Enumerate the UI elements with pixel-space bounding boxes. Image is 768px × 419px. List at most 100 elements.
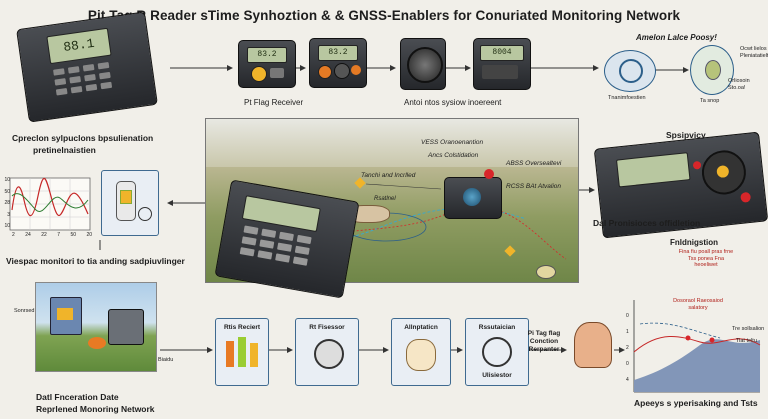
y-tick: 2 <box>626 345 629 351</box>
reader-keypad <box>53 61 115 104</box>
flow-step-4-label: Rssutaician <box>478 324 516 331</box>
y-tick: 4 <box>626 377 629 383</box>
receiver-label: Pt Flag Receiver <box>244 98 304 107</box>
sky-area <box>206 119 578 167</box>
y-tick: 3 <box>7 211 10 218</box>
right-sub-line: heoeliwet <box>694 262 718 268</box>
chart-side-label-1: Tre sollsalion <box>732 326 765 332</box>
chart-annotation: Dosoraol Raeosaiod salatory <box>673 298 723 311</box>
y-tick: 50 <box>4 188 10 195</box>
tag-fish-illustration <box>690 45 734 95</box>
y-tick: 10 <box>4 177 10 183</box>
station-sign-label: Sonrsed <box>14 308 35 314</box>
tag-reader-coil-icon <box>482 337 512 367</box>
x-tick: 50 <box>70 232 76 238</box>
mini-chart-y-ticks: 10 50 28 3 10 <box>2 175 10 233</box>
right-subtitle: Fnldnigstion <box>670 238 718 247</box>
bar-icon <box>238 337 246 367</box>
reader-screen: 88.1 <box>46 27 112 65</box>
coil-icon <box>619 59 643 83</box>
antenna-label: Antoi ntos sysiow inoereent <box>404 98 502 107</box>
dial-icon <box>334 63 350 79</box>
right-device-caption: DaI Pronisioces offidletion <box>593 218 701 228</box>
station-tag-label: Biaidu <box>158 357 174 363</box>
x-tick: 7 <box>57 232 60 238</box>
rcss-label: RCSS BAt Atvalion <box>506 183 562 190</box>
panel-icon <box>57 308 73 320</box>
fish-icon <box>705 60 721 80</box>
tag-annotation-2: Orliosoin Sto.oa! <box>728 78 750 91</box>
scanner-display-icon <box>120 190 132 204</box>
right-sub-line: Fina fiu poall pras frne <box>678 249 734 255</box>
x-tick: 24 <box>25 232 31 238</box>
reading-label: Rsatlnel <box>374 196 396 202</box>
sync-reader-screen <box>615 152 691 188</box>
handheld-scanner-box <box>101 170 159 236</box>
tag-bottom-left-label: Tnanimfoestien <box>608 95 646 101</box>
flow-step-3: Allnptaticn <box>391 318 451 386</box>
gateway-sensor-icon <box>463 188 481 206</box>
sensor-node-icon <box>536 265 556 279</box>
ancs-label: Ancs Colstidation <box>428 152 479 159</box>
alert-marker-icon <box>484 169 494 179</box>
button-icon <box>270 68 284 78</box>
right-sub-line: Tss ponea Fna <box>687 255 725 262</box>
right-sub-lines: Fina fiu poall pras frne Tss ponea Fna h… <box>666 249 746 269</box>
receiver-device-3: 8004 <box>473 38 531 90</box>
bottom-left-caption-2: Reprlened Monoring Network <box>36 404 155 414</box>
bottom-left-caption-1: Datl Fnceration Date <box>36 392 119 402</box>
mini-chart-x-ticks: 2 24 22 7 50 20 <box>12 232 92 238</box>
status-led-icon <box>351 65 361 75</box>
flow-step-4-bottom-label: Ulisiestor <box>482 372 512 379</box>
abss-label: ABSS Oversealtevi <box>506 160 562 167</box>
tanchi-label: Tanchi and Incrlled <box>361 172 416 179</box>
left-caption-line2: pretinelnaistien <box>33 145 96 155</box>
map-region-icon <box>406 339 436 371</box>
pit-tag-reader-device: 88.1 <box>16 11 158 123</box>
flow-step-3-label: Allnptaticn <box>404 324 438 331</box>
receiver1-screen: 83.2 <box>247 47 287 63</box>
status-led-icon <box>251 66 267 82</box>
flow-step-1-label: Rtis Reciert <box>223 324 261 331</box>
logger-box-icon <box>108 309 144 345</box>
y-tick: 0 <box>626 313 629 319</box>
gnss-label: VESS Oranoenantion <box>421 139 484 146</box>
tag-detail-title: Amelon Lalce Poosy! <box>636 33 717 42</box>
tag-icon <box>138 207 152 221</box>
chart-caption: Apeeys s yperisaking and Tsts <box>634 398 758 408</box>
alert-led-icon <box>740 191 752 203</box>
animal-icon <box>88 337 106 349</box>
y-tick: 10 <box>4 223 10 229</box>
processor-icon <box>314 339 344 369</box>
receiver-device-2: 83.2 <box>309 38 367 88</box>
y-tick: 28 <box>4 200 10 206</box>
left-caption-line1: Cpreclon sylpuclons bpsulienation <box>12 133 154 143</box>
receiver2-screen: 83.2 <box>318 45 358 61</box>
alert-led-icon <box>692 160 702 170</box>
left-bottom-caption: Viespac monitori to tia anding sadpiuvli… <box>6 256 185 266</box>
y-tick: 1 <box>626 329 629 335</box>
dial-center-icon <box>716 164 730 179</box>
chart-y-ticks: 0 1 2 0 4 <box>626 308 629 388</box>
tag-annotation-1: Ocwt lielos Pleniatatielt <box>740 46 768 59</box>
antenna-coil-icon <box>407 47 443 83</box>
antenna-device <box>400 38 446 90</box>
keypad-icon <box>482 65 518 79</box>
gateway-device <box>444 177 502 219</box>
control-dial-icon <box>699 148 749 197</box>
field-reader-keypad <box>238 225 314 277</box>
x-tick: 2 <box>12 232 15 238</box>
page-title: Pit Tag R Reader sTime Synhoztion & & GN… <box>87 8 681 23</box>
tag-bottom-right-label: Ta snop <box>700 98 720 104</box>
bar-icon <box>226 341 234 367</box>
solar-station-icon <box>50 297 82 335</box>
animal-tag-icon <box>574 322 612 368</box>
flow-step-2-label: Rt Fisessor <box>309 324 345 331</box>
chart-side-label-2: Tiat teltu <box>736 338 757 344</box>
x-tick: 22 <box>41 232 47 238</box>
field-station-scene <box>35 282 157 372</box>
flow-step-4: Rssutaician Ulisiestor <box>465 318 529 386</box>
receiver-device-1: 83.2 <box>238 40 296 88</box>
tag-coil-illustration <box>604 50 656 92</box>
